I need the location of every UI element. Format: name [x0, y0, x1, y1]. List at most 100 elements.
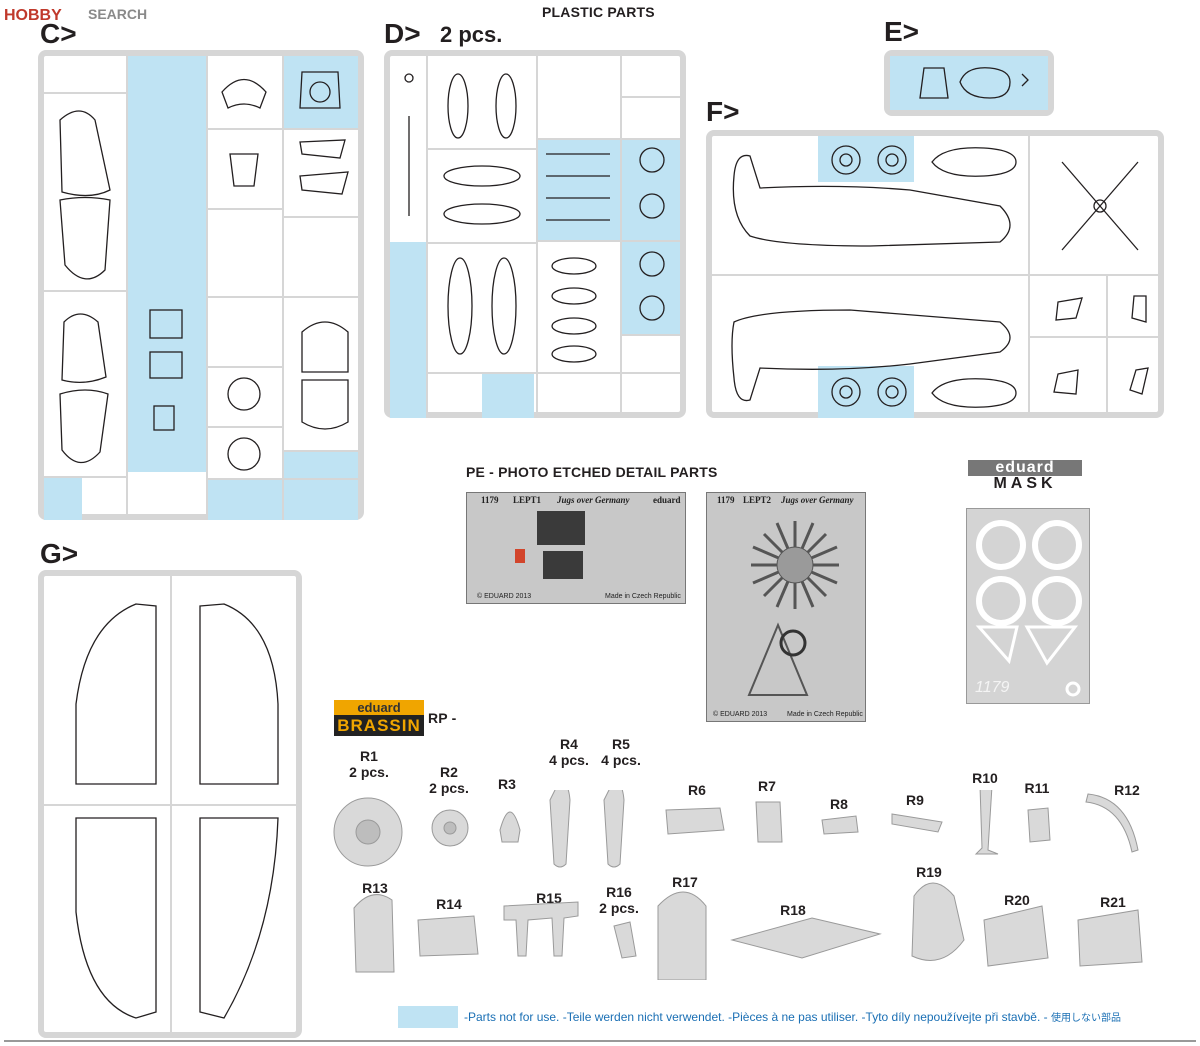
- pe-fret-1-id: LEPT1: [513, 495, 542, 505]
- pe-red-part: [515, 549, 525, 563]
- d-pylon-part: [404, 73, 414, 216]
- pe-heading: PE - PHOTO ETCHED DETAIL PARTS: [466, 464, 718, 480]
- c-part: [149, 309, 183, 431]
- sprue-c-unused-cell: [206, 478, 282, 520]
- resin-parts-heading: RP -: [428, 710, 457, 726]
- c-part: [229, 153, 259, 187]
- sprue-g: [38, 570, 302, 1038]
- c-canopy-part: [221, 78, 267, 109]
- pe-instrument-panel: [543, 551, 583, 579]
- d-bomb-part: [443, 165, 521, 225]
- r13-seat-icon: [353, 894, 395, 973]
- resin-label-r8: R8: [830, 796, 848, 812]
- mask-number: 1179: [975, 679, 1010, 696]
- pe-fret-2-code: 1179: [717, 495, 735, 505]
- sprue-c: [38, 50, 364, 520]
- g-wing-half: [199, 817, 279, 1019]
- resin-label-r17: R17: [672, 874, 698, 890]
- g-wing-half: [75, 817, 157, 1019]
- pe-engine-wiring-icon: [751, 521, 839, 609]
- c-engine-part: [227, 377, 261, 471]
- resin-label-r3: R3: [498, 776, 516, 792]
- r7-part-icon: [755, 801, 783, 843]
- resin-label-r21: R21: [1100, 894, 1126, 910]
- r4-blade-icon: [549, 790, 571, 868]
- d-drop-tank-half: [447, 73, 517, 139]
- f-propeller-part: [1061, 161, 1139, 251]
- resin-label-r15: R15: [536, 890, 562, 906]
- r17-grille-icon: [657, 891, 707, 980]
- resin-label-r18: R18: [780, 902, 806, 918]
- pe-fret-1-brand: eduard: [653, 495, 681, 505]
- sprue-e-label: E>: [884, 16, 920, 47]
- r5-blade-icon: [603, 790, 625, 868]
- sprue-c-unused-cell: [282, 56, 358, 128]
- resin-label-r10: R10: [972, 770, 998, 786]
- g-wing-half: [199, 603, 279, 785]
- sprue-e: [884, 50, 1054, 116]
- r21-sidewall-icon: [1077, 909, 1143, 967]
- pe-fret-1-code: 1179: [481, 495, 499, 505]
- mask-title: MASK: [993, 475, 1057, 492]
- mask-brand: eduard: [968, 460, 1082, 476]
- pe-fret-1-copyright: © EDUARD 2013: [477, 593, 532, 600]
- sprue-d: [384, 50, 686, 418]
- d-wheel-part: [639, 147, 665, 321]
- pe-instrument-panel: [537, 511, 585, 545]
- r12-part-icon: [1085, 793, 1139, 853]
- r15-part-icon: [503, 901, 579, 957]
- sprue-d-unused-cell: [390, 242, 426, 418]
- pe-fret-2: 1179 LEPT2 Jugs over Germany © EDUARD 20…: [706, 492, 866, 722]
- mask-logo: eduard MASK: [968, 460, 1082, 492]
- sprue-f-label: F>: [706, 96, 740, 127]
- brassin-logo-top: eduard: [334, 700, 424, 715]
- bottom-rule: [4, 1040, 1196, 1042]
- pe-fret-2-copyright: © EDUARD 2013: [713, 711, 768, 718]
- resin-label-r7: R7: [758, 778, 776, 794]
- watermark: HOBBY SEARCH: [4, 4, 147, 31]
- svg-text:HOBBY: HOBBY: [4, 7, 62, 24]
- r9-part-icon: [891, 813, 943, 833]
- r3-spinner-icon: [499, 811, 521, 843]
- d-rocket-part: [546, 153, 610, 221]
- r16-part-icon: [613, 921, 637, 959]
- g-wing-half: [75, 603, 157, 785]
- sprue-d-unused-cell: [482, 372, 534, 418]
- resin-label-r13: R13: [362, 880, 388, 896]
- pe-fret-1-origin: Made in Czech Republic: [605, 593, 681, 600]
- sprue-d-label: D>: [384, 18, 421, 49]
- pe-fret-1-name: Jugs over Germany: [557, 495, 630, 505]
- legend-swatch: [398, 1006, 458, 1028]
- r20-sidewall-icon: [983, 905, 1049, 967]
- legend-text: -Parts not for use. -Teile werden nicht …: [464, 1010, 1121, 1024]
- mask-wheel-circles-icon: [975, 520, 1082, 697]
- c-aileron-part: [59, 110, 111, 280]
- resin-label-r6: R6: [688, 782, 706, 798]
- sprue-e-unused-cell: [890, 56, 1048, 110]
- mask-sheet: 1179: [966, 508, 1090, 704]
- brassin-logo: eduard BRASSIN: [334, 700, 424, 736]
- sprue-d-unused-cell: [620, 240, 680, 334]
- sprue-c-unused-cell: [282, 450, 358, 520]
- resin-label-r11: R11: [1024, 780, 1050, 796]
- r11-part-icon: [1027, 807, 1051, 843]
- pe-fret-2-id: LEPT2: [743, 495, 772, 505]
- r14-panel-icon: [417, 915, 479, 957]
- watermark-text: SEARCH: [88, 6, 148, 22]
- sprue-d-unused-cell: [536, 138, 680, 240]
- r10-part-icon: [974, 790, 999, 855]
- resin-label-r14: R14: [436, 896, 462, 912]
- f-fuselage-half: [732, 154, 1011, 247]
- r6-part-icon: [665, 807, 725, 835]
- c-cowl-part: [299, 71, 341, 109]
- c-part: [299, 139, 349, 195]
- sprue-c-unused-cell: [44, 476, 82, 520]
- sprue-g-label: G>: [40, 538, 79, 569]
- c-cowling-part: [301, 321, 349, 430]
- r18-floor-icon: [730, 917, 882, 959]
